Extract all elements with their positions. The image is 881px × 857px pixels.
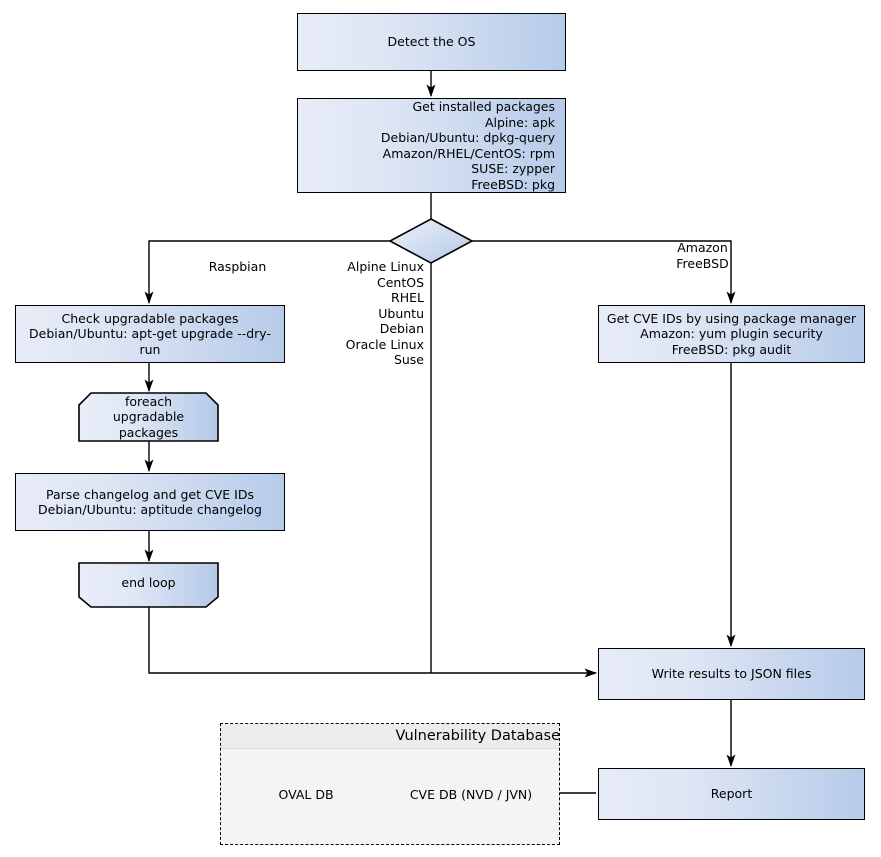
node-get-cve-ids[interactable]: Get CVE IDs by using package manager Ama… [598, 305, 865, 363]
node-parse-changelog-label: Parse changelog and get CVE IDs Debian/U… [38, 486, 262, 518]
node-end-loop[interactable]: end loop [79, 563, 218, 603]
node-report[interactable]: Report [598, 768, 865, 820]
node-get-installed-packages[interactable]: Get installed packages Alpine: apk Debia… [297, 98, 566, 193]
end-loop-shape [78, 562, 219, 608]
edge-label-raspbian: Raspbian [208, 259, 267, 274]
node-cve-db-label: CVE DB (NVD / JVN) [409, 787, 533, 803]
edge-decision-left [144, 240, 390, 305]
node-foreach-loop-start-label: foreach upgradable packages [112, 393, 185, 440]
node-oval-db[interactable]: OVAL DB [233, 772, 379, 818]
node-get-installed-packages-label: Get installed packages Alpine: apk Debia… [380, 99, 555, 192]
node-check-upgradable[interactable]: Check upgradable packages Debian/Ubuntu:… [15, 305, 285, 363]
node-parse-changelog[interactable]: Parse changelog and get CVE IDs Debian/U… [15, 473, 285, 531]
node-cve-db[interactable]: CVE DB (NVD / JVN) [400, 772, 542, 818]
edge-endloop-to-write [148, 607, 598, 678]
node-foreach-loop-start[interactable]: foreach upgradable packages [79, 393, 218, 441]
node-end-loop-label: end loop [121, 575, 176, 591]
node-write-results[interactable]: Write results to JSON files [598, 648, 865, 700]
node-detect-os-label: Detect the OS [387, 34, 476, 50]
node-detect-os[interactable]: Detect the OS [297, 13, 566, 71]
os-decision-diamond [388, 218, 474, 264]
node-report-label: Report [710, 786, 753, 802]
edge-label-amazon-freebsd: Amazon FreeBSD [676, 240, 729, 271]
node-get-cve-ids-label: Get CVE IDs by using package manager Ama… [606, 310, 857, 357]
vulnerability-database-group [220, 723, 560, 845]
edge-decision-right [472, 240, 736, 305]
node-write-results-label: Write results to JSON files [651, 666, 812, 682]
vulnerability-database-title: Vulnerability Database [395, 728, 560, 744]
node-oval-db-label: OVAL DB [278, 787, 334, 803]
group-header-band [221, 724, 559, 749]
foreach-loop-shape [78, 392, 219, 442]
edge-label-middle-os-list: Alpine Linux CentOS RHEL Ubuntu Debian O… [345, 259, 424, 367]
node-check-upgradable-label: Check upgradable packages Debian/Ubuntu:… [29, 310, 271, 357]
